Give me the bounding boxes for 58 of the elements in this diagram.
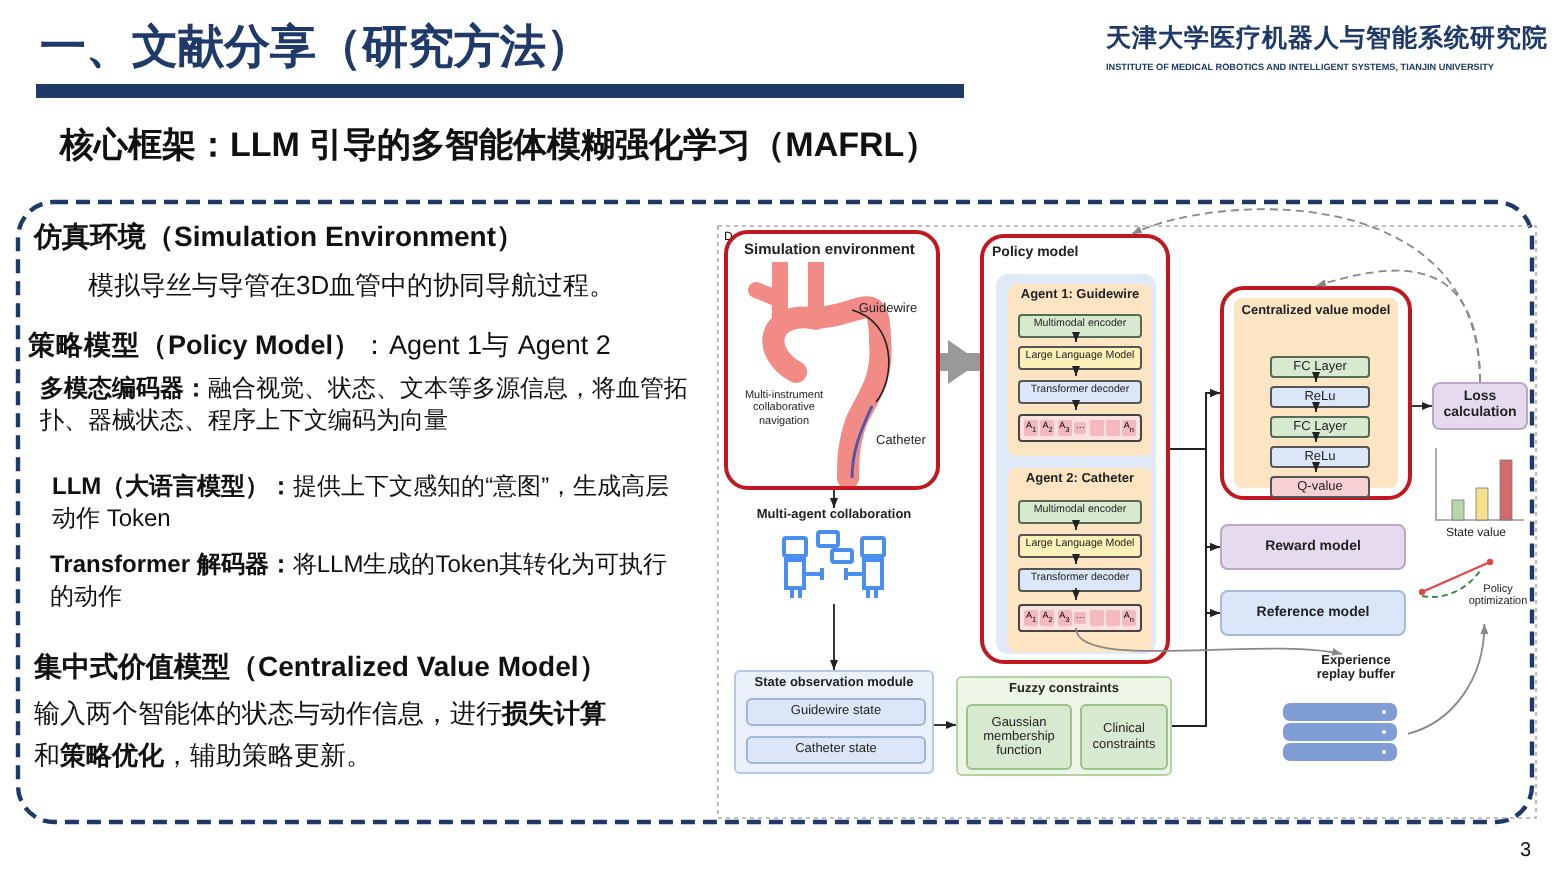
module-panel — [734, 670, 934, 774]
layer-box — [1270, 356, 1370, 378]
agent-panel — [1008, 468, 1152, 652]
arrow — [1072, 519, 1080, 531]
module-panel — [956, 676, 1172, 776]
layer-box — [1018, 346, 1142, 370]
arrow — [1312, 372, 1320, 383]
description-text: 模拟导丝与导管在3D血管中的协同导航过程。 — [88, 270, 618, 304]
section-heading: 仿真环境（Simulation Environment） — [34, 218, 527, 255]
block-arrow — [940, 340, 980, 384]
constraint-box — [966, 704, 1072, 770]
environment-panel — [724, 230, 940, 490]
section-heading: 策略模型（Policy Model）：Agent 1与 Agent 2 — [28, 328, 613, 364]
layer-box — [1018, 380, 1142, 404]
arrow — [1072, 553, 1080, 565]
agent-panel — [1008, 284, 1152, 456]
output-box — [1270, 476, 1370, 498]
section-heading: 集中式价值模型（Centralized Value Model） — [34, 648, 609, 685]
arrow — [1075, 627, 1343, 657]
process-box — [1432, 382, 1528, 430]
token-sequence — [1018, 414, 1142, 442]
arrow — [1072, 399, 1080, 411]
constraint-box — [1080, 704, 1168, 770]
slide-title: 一、文献分享（研究方法） — [40, 18, 592, 76]
arrow — [1131, 208, 1481, 383]
model-panel — [1220, 286, 1412, 500]
arrow — [1171, 609, 1221, 727]
arrow — [830, 603, 838, 671]
layer-box — [1018, 534, 1142, 558]
arrow — [830, 489, 838, 509]
arrow — [1407, 623, 1488, 735]
model-panel — [980, 234, 1170, 664]
arrow — [1411, 402, 1433, 410]
layer-box — [1270, 416, 1370, 438]
arrow — [1072, 365, 1080, 377]
layer-box — [1270, 446, 1370, 468]
layer-box — [1270, 386, 1370, 408]
layer-box — [1018, 314, 1142, 338]
arrow — [1072, 587, 1080, 601]
description-text: 多模态编码器：融合视觉、状态、文本等多源信息，将血管拓扑、器械状态、程序上下文编码为向量 — [40, 374, 690, 437]
page-number: 3 — [1520, 838, 1534, 864]
arrow — [1312, 462, 1320, 473]
state-box — [746, 736, 926, 764]
institute-name: 天津大学医疗机器人与智能系统研究院 — [1106, 22, 1550, 55]
token-sequence — [1018, 604, 1142, 632]
layer-box — [1018, 500, 1142, 524]
arrow — [1072, 332, 1080, 343]
layer-box — [1018, 568, 1142, 592]
section-heading: 核心框架：LLM 引导的多智能体模糊强化学习（MAFRL） — [60, 124, 941, 168]
description-text: LLM（大语言模型）：提供上下文感知的“意图”，生成高层动作 Token — [52, 472, 672, 535]
arrow — [1312, 402, 1320, 413]
arrow — [1312, 432, 1320, 443]
model-box — [1220, 524, 1406, 570]
arrow — [933, 721, 957, 729]
description-text: 输入两个智能体的状态与动作信息，进行损失计算和策略优化，辅助策略更新。 — [34, 696, 608, 774]
model-box — [1220, 590, 1406, 636]
state-box — [746, 698, 926, 726]
description-text: Transformer 解码器：将LLM生成的Token其转化为可执行的动作 — [50, 550, 670, 613]
